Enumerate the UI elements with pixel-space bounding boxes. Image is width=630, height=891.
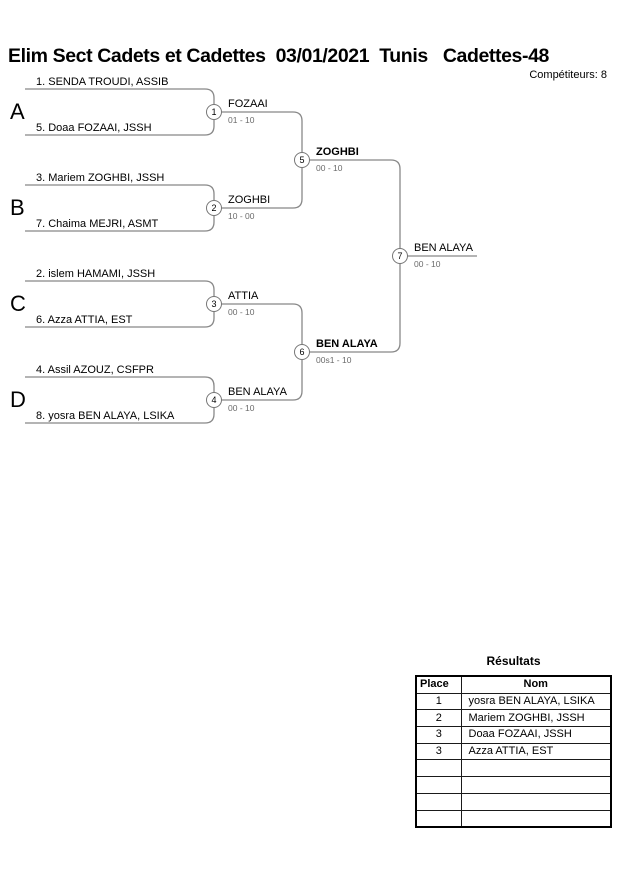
results-row-1: 1 yosra BEN ALAYA, LSIKA [415,692,612,711]
match-4-number: 4 [206,392,222,408]
results-row-5 [415,759,612,778]
result-name: Azza ATTIA, EST [460,742,612,761]
match-3-number: 3 [206,296,222,312]
result-name: Doaa FOZAAI, JSSH [460,726,612,744]
match-6-score: 00s1 - 10 [316,355,352,365]
page-title: Elim Sect Cadets et Cadettes 03/01/2021 … [8,45,549,67]
pool-letter-c: C [10,291,26,316]
match1-to-semi-line [214,111,303,160]
result-place [415,776,462,794]
competitor-5-label: 5. Doaa FOZAAI, JSSH [36,122,152,134]
match-3-winner: ATTIA [226,290,261,302]
match-4-winner: BEN ALAYA [226,386,289,398]
match-1-score: 01 - 10 [228,115,255,125]
result-name: yosra BEN ALAYA, LSIKA [460,692,612,711]
match-2-winner: ZOGHBI [226,194,273,206]
result-name [460,792,612,811]
result-place [415,809,462,828]
match-5-number: 5 [294,152,310,168]
match-1-winner: FOZAAI [226,98,270,110]
competitor-4-label: 4. Assil AZOUZ, CSFPR [36,364,154,376]
pool-letter-d: D [10,387,26,412]
competitor-2-label: 2. islem HAMAMI, JSSH [36,268,156,280]
results-row-3: 3 Doaa FOZAAI, JSSH [415,726,612,744]
match4-to-semi-line [214,352,303,401]
match-6-number: 6 [294,344,310,360]
match-7-number: 7 [392,248,408,264]
result-place [415,759,462,778]
results-table: Place Nom 1 yosra BEN ALAYA, LSIKA 2 Mar… [415,675,612,829]
match-5-score: 00 - 10 [316,163,343,173]
results-col-place: Place [415,675,462,694]
result-name [460,759,612,778]
match-1-number: 1 [206,104,222,120]
pool-letter-b: B [10,195,25,220]
semi1-to-final-line [302,159,401,256]
match-5-winner: ZOGHBI [314,146,361,158]
match-2-number: 2 [206,200,222,216]
match-7-score: 00 - 10 [414,259,441,269]
pool-letter-a: A [10,99,25,124]
competitor-3-label: 3. Mariem ZOGHBI, JSSH [36,172,165,184]
results-row-4: 3 Azza ATTIA, EST [415,742,612,761]
results-header-row: Place Nom [415,675,612,694]
competitor-8-label: 8. yosra BEN ALAYA, LSIKA [36,410,175,422]
result-place: 2 [415,709,462,728]
results-col-name: Nom [460,675,612,694]
result-place: 3 [415,742,462,761]
match-7-winner: BEN ALAYA [412,242,475,254]
results-row-8 [415,809,612,828]
match-4-score: 00 - 10 [228,403,255,413]
competitor-1-label: 1. SENDA TROUDI, ASSIB [36,76,169,88]
competitors-count: Compétiteurs: 8 [529,69,607,81]
semi2-to-final-line [302,256,401,353]
result-name: Mariem ZOGHBI, JSSH [460,709,612,728]
results-row-2: 2 Mariem ZOGHBI, JSSH [415,709,612,728]
result-name [460,809,612,828]
results-row-7 [415,792,612,811]
competitor-6-label: 6. Azza ATTIA, EST [36,314,133,326]
match3-to-semi-line [214,303,303,352]
result-place [415,792,462,811]
match2-to-semi-line [214,160,303,209]
results-row-6 [415,776,612,794]
result-place: 3 [415,726,462,744]
match-2-score: 10 - 00 [228,211,255,221]
result-place: 1 [415,692,462,711]
result-name [460,776,612,794]
results-title: Résultats [486,654,541,668]
match-6-winner: BEN ALAYA [314,338,380,350]
competitor-7-label: 7. Chaima MEJRI, ASMT [36,218,159,230]
match-3-score: 00 - 10 [228,307,255,317]
